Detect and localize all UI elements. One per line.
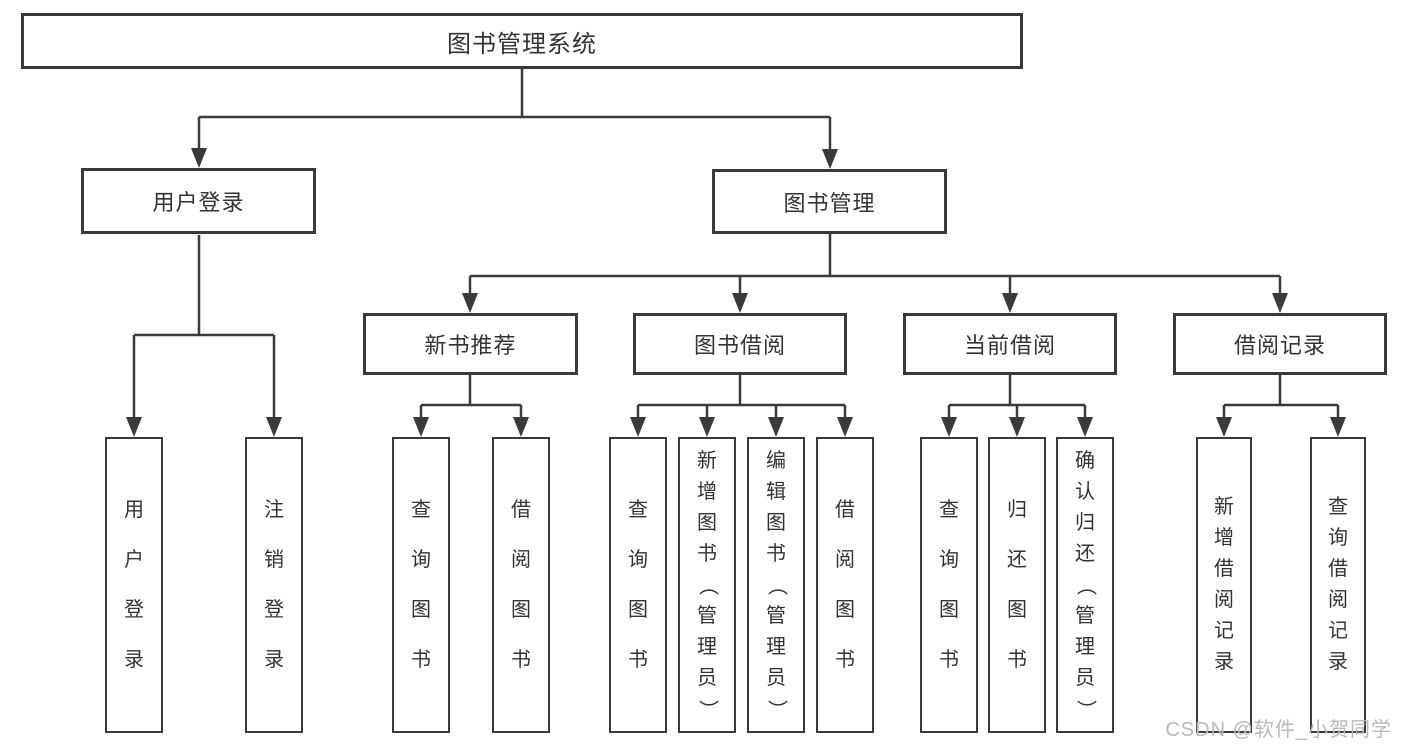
leaf-confirm-return-admin: 确认归还（管理员） [1056,437,1114,733]
leaf-return-books: 归还图书 [988,437,1046,733]
node-label: 用户登录 [152,190,245,215]
leaf-query-books-current: 查询图书 [920,437,978,733]
leaf-add-books-admin: 新增图书（管理员） [678,437,736,733]
node-label: 查询图书 [411,499,431,671]
leaf-borrow-books-recommend: 借阅图书 [492,437,550,733]
node-label: 新增图书（管理员） [696,449,719,720]
node-label: 新书推荐 [424,333,517,358]
node-label: 确认归还（管理员） [1074,449,1097,720]
node-label: 查询借阅记录 [1328,496,1348,673]
node-label: 归还图书 [1007,499,1027,671]
leaf-query-books-recommend: 查询图书 [392,437,450,733]
node-label: 图书借阅 [693,333,786,358]
node-new-book-recommendation: 新书推荐 [363,313,578,375]
tree-edges [132,69,1340,423]
node-library-management-system: 图书管理系统 [21,13,1023,69]
csdn-watermark: CSDN @软件_小贺同学 [1165,719,1392,741]
node-label: 当前借阅 [963,333,1056,358]
leaf-borrow-books-borrowing: 借阅图书 [816,437,874,733]
leaf-edit-books-admin: 编辑图书（管理员） [747,437,805,733]
leaf-logout: 注销登录 [245,437,303,733]
node-label: 注销登录 [264,499,284,671]
leaf-user-login: 用户登录 [105,437,163,733]
node-label: 图书管理 [783,190,876,216]
leaf-query-books-borrowing: 查询图书 [609,437,667,733]
node-label: 新增借阅记录 [1214,496,1234,673]
node-book-management: 图书管理 [712,169,947,234]
node-label: 借阅记录 [1233,333,1326,358]
node-label: 用户登录 [124,499,144,671]
node-label: 查询图书 [628,499,648,671]
leaf-query-borrow-record: 查询借阅记录 [1310,437,1366,733]
arrowhead-icons [126,148,1346,437]
node-current-borrowing: 当前借阅 [903,313,1117,375]
node-book-borrowing: 图书借阅 [633,313,847,375]
node-user-login: 用户登录 [81,168,316,234]
node-borrowing-records: 借阅记录 [1173,313,1387,375]
node-label: 编辑图书（管理员） [765,449,788,720]
node-label: 查询图书 [939,499,959,671]
node-label: 借阅图书 [511,499,531,671]
leaf-add-borrow-record: 新增借阅记录 [1196,437,1252,733]
node-label: 借阅图书 [835,499,855,671]
node-label: 图书管理系统 [447,30,597,58]
